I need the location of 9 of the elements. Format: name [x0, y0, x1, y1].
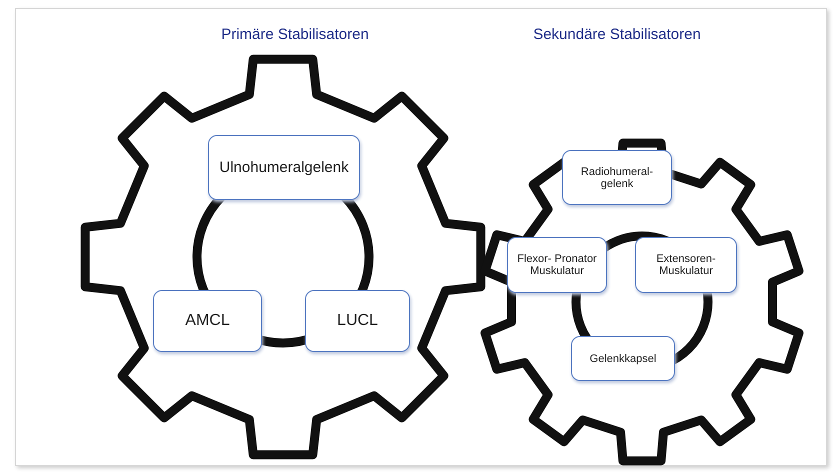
label-box: Flexor- Pronator Muskulatur	[507, 237, 607, 293]
label-box: Extensoren- Muskulatur	[635, 237, 737, 293]
label-box: AMCL	[153, 290, 262, 352]
label-box: Radiohumeral- gelenk	[562, 150, 672, 205]
column-heading: Primäre Stabilisatoren	[221, 26, 369, 43]
label-box: Gelenkkapsel	[571, 336, 675, 381]
column-heading: Sekundäre Stabilisatoren	[533, 26, 701, 43]
label-box: Ulnohumeralgelenk	[208, 135, 360, 200]
label-box: LUCL	[305, 290, 410, 352]
